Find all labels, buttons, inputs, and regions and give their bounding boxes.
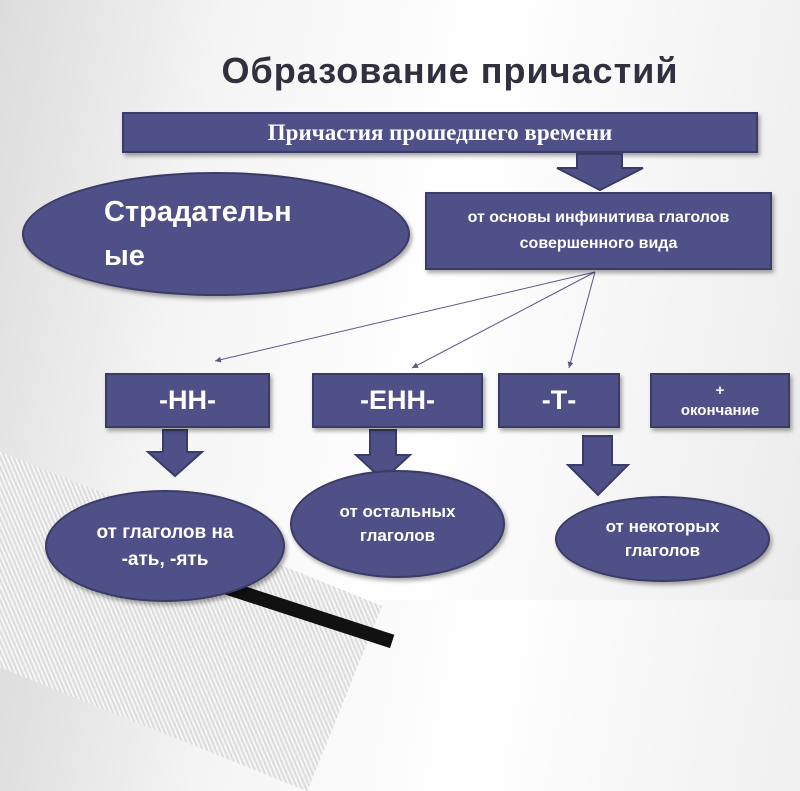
header-bar: Причастия прошедшего времени (122, 112, 758, 153)
result-ellipse-t: от некоторых глаголов (555, 496, 770, 582)
connector-line (411, 271, 596, 369)
connector-line (214, 271, 596, 363)
suffix-t-box: -Т- (498, 373, 620, 428)
result-ellipse-nn: от глаголов на -ать, -ять (45, 490, 285, 602)
passive-participles-ellipse: Страдательн ые (22, 172, 410, 296)
down-arrow-icon (565, 435, 631, 497)
connector-line (567, 271, 596, 369)
ending-box: + окончание (650, 373, 790, 428)
down-arrow-icon (556, 153, 644, 192)
suffix-enn-box: -ЕНН- (312, 373, 483, 428)
suffix-nn-box: -НН- (105, 373, 270, 428)
down-arrow-icon (145, 429, 205, 478)
result-ellipse-enn: от остальных глаголов (290, 470, 505, 578)
source-box: от основы инфинитива глаголов совершенно… (425, 192, 772, 270)
down-arrow-icon (353, 429, 413, 482)
slide-title: Образование причастий (221, 50, 679, 91)
connectors (145, 153, 644, 497)
